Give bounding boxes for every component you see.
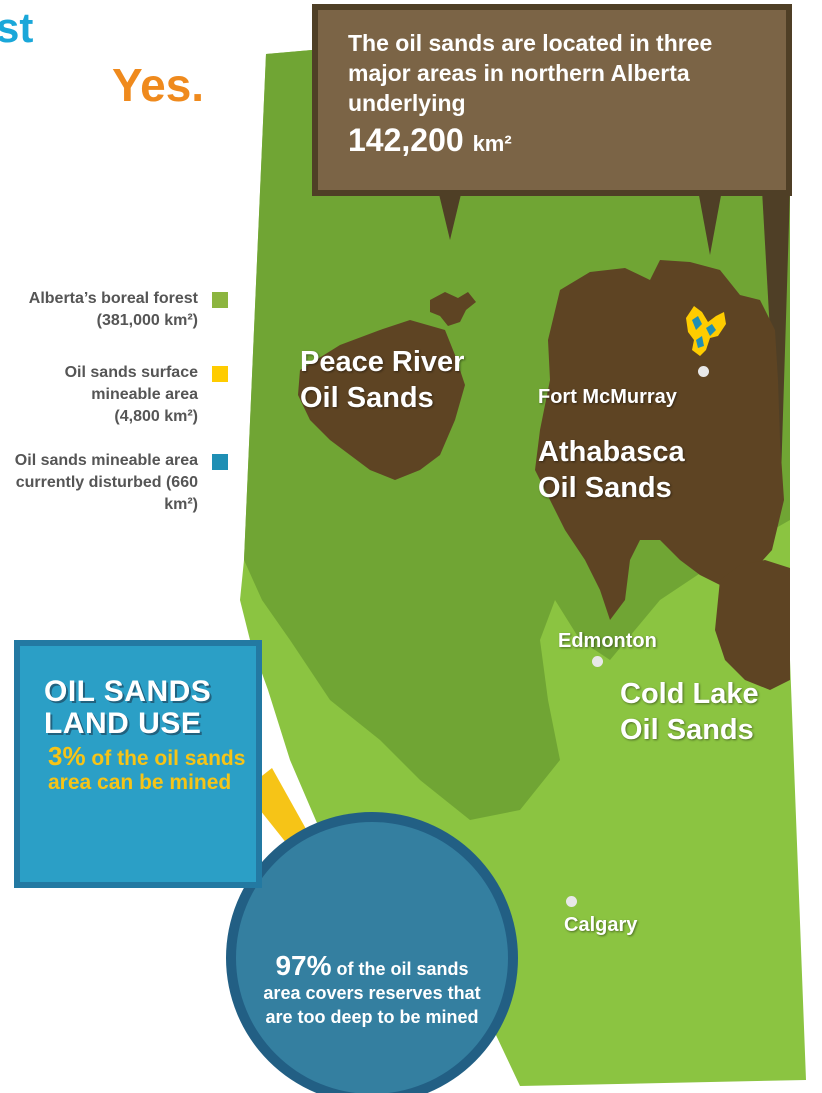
legend-item-disturbed-area: Oil sands mineable area currently distur… — [0, 450, 198, 516]
legend-item-mineable-area: Oil sands surface mineable area (4,800 k… — [58, 362, 198, 428]
legend-label-disturbed-area: Oil sands mineable area currently distur… — [14, 452, 198, 513]
legend-label-boreal-forest: Alberta’s boreal forest (381,000 km²) — [28, 290, 198, 329]
athabasca-oil-sands — [535, 260, 784, 620]
disturbed-area — [692, 316, 716, 348]
mined-percent-text: 3% of the oil sands area can be mined — [48, 741, 248, 795]
label-edmonton: Edmonton — [558, 630, 657, 652]
heading-yes: Yes. — [112, 59, 205, 111]
callout-unit: km² — [472, 131, 512, 156]
callout-number: 142,200 — [348, 122, 464, 158]
oil-sands-area-callout: The oil sands are located in three major… — [312, 4, 792, 196]
callout-value: 142,200 km² — [348, 122, 756, 159]
calgary-marker — [566, 896, 577, 907]
land-use-title: OIL SANDS LAND USE — [44, 676, 211, 740]
cold-lake-oil-sands — [715, 560, 790, 690]
heading-fragment: st — [0, 4, 34, 51]
deep-reserves-text: 97% of the oil sands area covers reserve… — [257, 952, 487, 1029]
callout-text: The oil sands are located in three major… — [348, 30, 713, 116]
land-use-panel — [14, 640, 262, 888]
land-use-title-line1: OIL SANDS — [44, 675, 212, 708]
peace-river-oil-sands-north — [430, 292, 476, 326]
callout-pointer-athabasca — [698, 190, 722, 255]
deep-reserves-circle — [236, 822, 508, 1093]
legend-swatch-disturbed-area — [212, 454, 228, 470]
label-fort-mcmurray: Fort McMurray — [538, 386, 677, 408]
legend-label-mineable-area: Oil sands surface mineable area (4,800 k… — [64, 364, 198, 425]
edmonton-marker — [592, 656, 603, 667]
mined-percent-label: of the oil sands area can be mined — [48, 747, 246, 794]
label-athabasca-oil-sands: Athabasca Oil Sands — [538, 436, 685, 504]
label-peace-river-oil-sands: Peace River Oil Sands — [300, 346, 465, 414]
land-use-title-line2: LAND USE — [44, 707, 202, 740]
label-calgary: Calgary — [564, 914, 638, 936]
mined-percent-value: 3% — [48, 741, 86, 771]
legend-item-boreal-forest: Alberta’s boreal forest (381,000 km²) — [0, 288, 198, 332]
deep-percent-label: of the oil sands area covers reserves th… — [263, 959, 481, 1027]
boreal-forest-area — [244, 8, 790, 820]
deep-percent-value: 97% — [275, 950, 332, 981]
legend-swatch-mineable-area — [212, 366, 228, 382]
label-cold-lake-oil-sands: Cold Lake Oil Sands — [620, 678, 759, 746]
callout-pointer-peace — [438, 190, 462, 240]
peace-river-oil-sands — [298, 320, 465, 480]
fort-mcmurray-marker — [698, 366, 709, 377]
legend-swatch-boreal-forest — [212, 292, 228, 308]
